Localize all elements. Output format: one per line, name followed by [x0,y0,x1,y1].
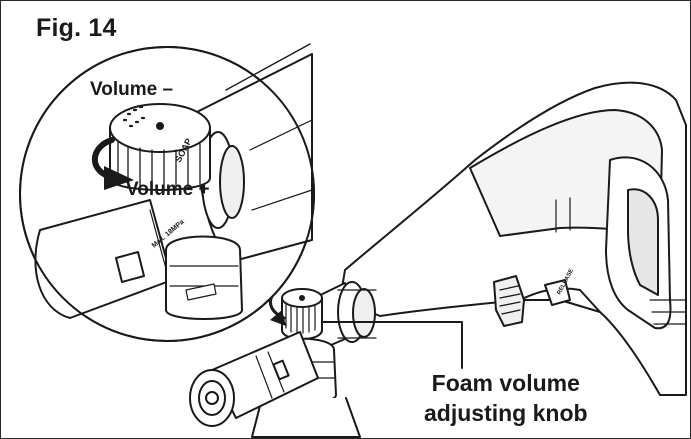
callout-label: Foam volume adjusting knob [424,368,588,428]
foam-nozzle [189,331,319,427]
magnified-detail [19,43,315,342]
callout-line-2: adjusting knob [424,400,588,426]
foam-volume-knob [281,288,323,340]
spray-gun-body [339,81,687,396]
volume-plus-label: Volume + [126,179,210,200]
figure-title: Fig. 14 [36,14,117,42]
volume-minus-label: Volume – [90,79,174,100]
trigger-lock [493,275,571,327]
callout-line-1: Foam volume [431,370,580,396]
callout-leader-line [321,321,463,369]
arrow-head-main [270,310,286,326]
